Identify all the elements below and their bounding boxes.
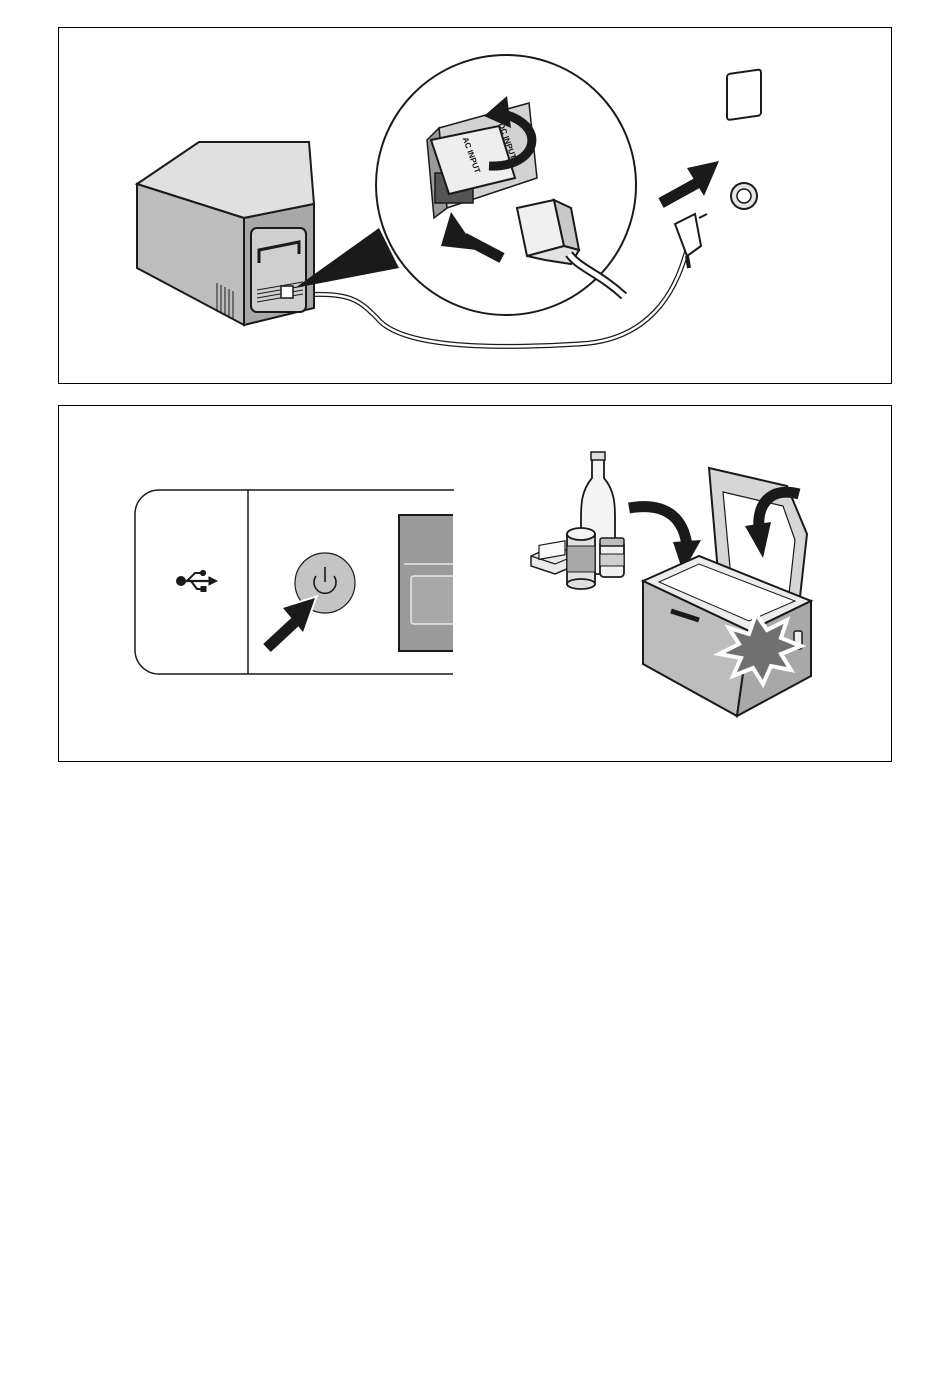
jar-icon xyxy=(600,538,624,577)
connect-ac-illustration: AC INPUT DC INPUT xyxy=(59,28,893,385)
food-items xyxy=(531,452,624,589)
control-panel xyxy=(135,490,493,676)
open-cooler-icon xyxy=(643,468,811,716)
schuko-plug-icon xyxy=(675,214,707,268)
can-icon xyxy=(567,528,595,589)
cooler-box-icon xyxy=(137,142,314,325)
figure-connect-ac-power: AC INPUT DC INPUT xyxy=(58,27,892,384)
wall-socket-icon xyxy=(727,69,761,209)
usb-icon xyxy=(177,570,218,591)
display-window xyxy=(399,506,493,676)
arrow-icon xyxy=(661,161,719,203)
arrow-icon xyxy=(267,598,315,648)
switch-on-illustration xyxy=(59,406,893,763)
figure-switch-on-and-load xyxy=(58,405,892,762)
ac-socket-closeup: AC INPUT DC INPUT xyxy=(376,55,636,315)
